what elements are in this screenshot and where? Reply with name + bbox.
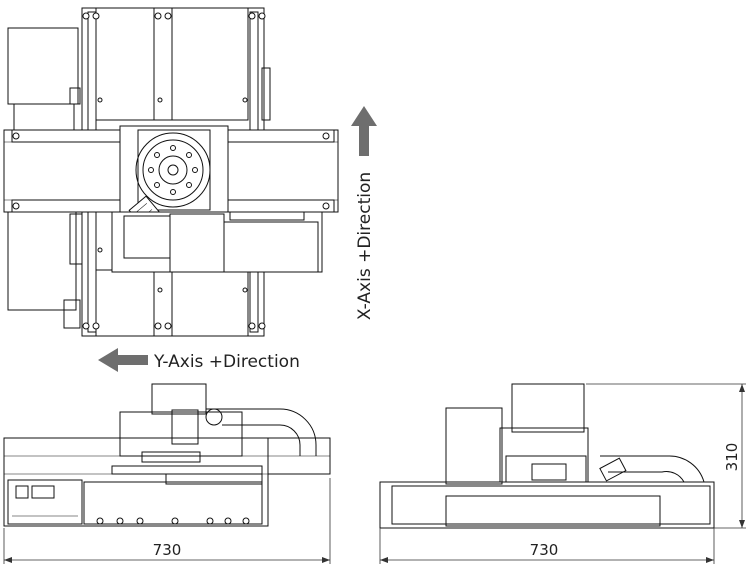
rotary-table-center — [167, 164, 179, 176]
left-connector — [69, 87, 81, 105]
arrow-up-icon — [351, 106, 377, 156]
front-view — [3, 383, 331, 527]
right-side-plate — [261, 67, 271, 121]
y-axis-label: Y-Axis +Direction — [153, 352, 300, 372]
side-height-label: 310 — [723, 443, 741, 472]
upper-center-strip — [153, 7, 173, 121]
front-top-box — [151, 383, 207, 415]
x-axis-indicator: X-Axis +Direction — [351, 106, 377, 320]
side-height-dimension: 310 — [586, 383, 746, 529]
side-cable-inner — [608, 471, 685, 483]
side-carriage — [499, 427, 589, 483]
left-fitting — [63, 299, 81, 329]
x-axis-label: X-Axis +Direction — [355, 172, 375, 320]
lower-left-plate — [95, 269, 155, 337]
cable-chain-pulley — [205, 408, 223, 426]
side-cable-outer — [600, 455, 705, 483]
rotary-table-ring — [142, 139, 204, 201]
front-carriage — [119, 411, 243, 457]
lower-module-right — [223, 221, 319, 273]
front-plate-holes — [96, 517, 250, 525]
left-lower-block — [7, 211, 77, 311]
y-axis-indicator: Y-Axis +Direction — [98, 348, 300, 372]
lower-fitting-bar — [229, 211, 305, 221]
side-angled-module — [599, 457, 627, 482]
side-top-box — [511, 383, 585, 433]
cable-chain-inner — [222, 424, 301, 456]
side-view — [379, 383, 715, 529]
rotary-table-hub — [158, 155, 188, 185]
left-upper-plate — [13, 103, 75, 131]
mounting-holes — [12, 12, 330, 330]
front-plate — [83, 481, 263, 525]
rotary-bolt-circle — [148, 145, 198, 195]
cable-chain-outer — [206, 408, 317, 456]
side-base — [379, 481, 715, 529]
top-view — [3, 7, 339, 337]
side-base-inner — [391, 485, 711, 525]
side-base-plate — [445, 495, 661, 527]
upper-right-plate — [171, 7, 249, 121]
front-width-dimension: 730 — [3, 478, 331, 564]
upper-left-plate — [95, 7, 155, 121]
front-width-label: 730 — [153, 541, 182, 559]
lower-right-plate — [171, 269, 249, 337]
arrow-left-icon — [98, 348, 148, 372]
rotary-table-outer — [135, 132, 211, 208]
side-motor-box — [445, 407, 503, 485]
lower-assembly — [111, 211, 323, 273]
side-width-label: 730 — [530, 541, 559, 559]
front-base — [3, 437, 269, 527]
left-upper-block — [7, 27, 79, 105]
front-carriage-block — [171, 409, 199, 445]
side-width-dimension: 730 — [379, 528, 715, 564]
front-electronics — [7, 479, 83, 525]
